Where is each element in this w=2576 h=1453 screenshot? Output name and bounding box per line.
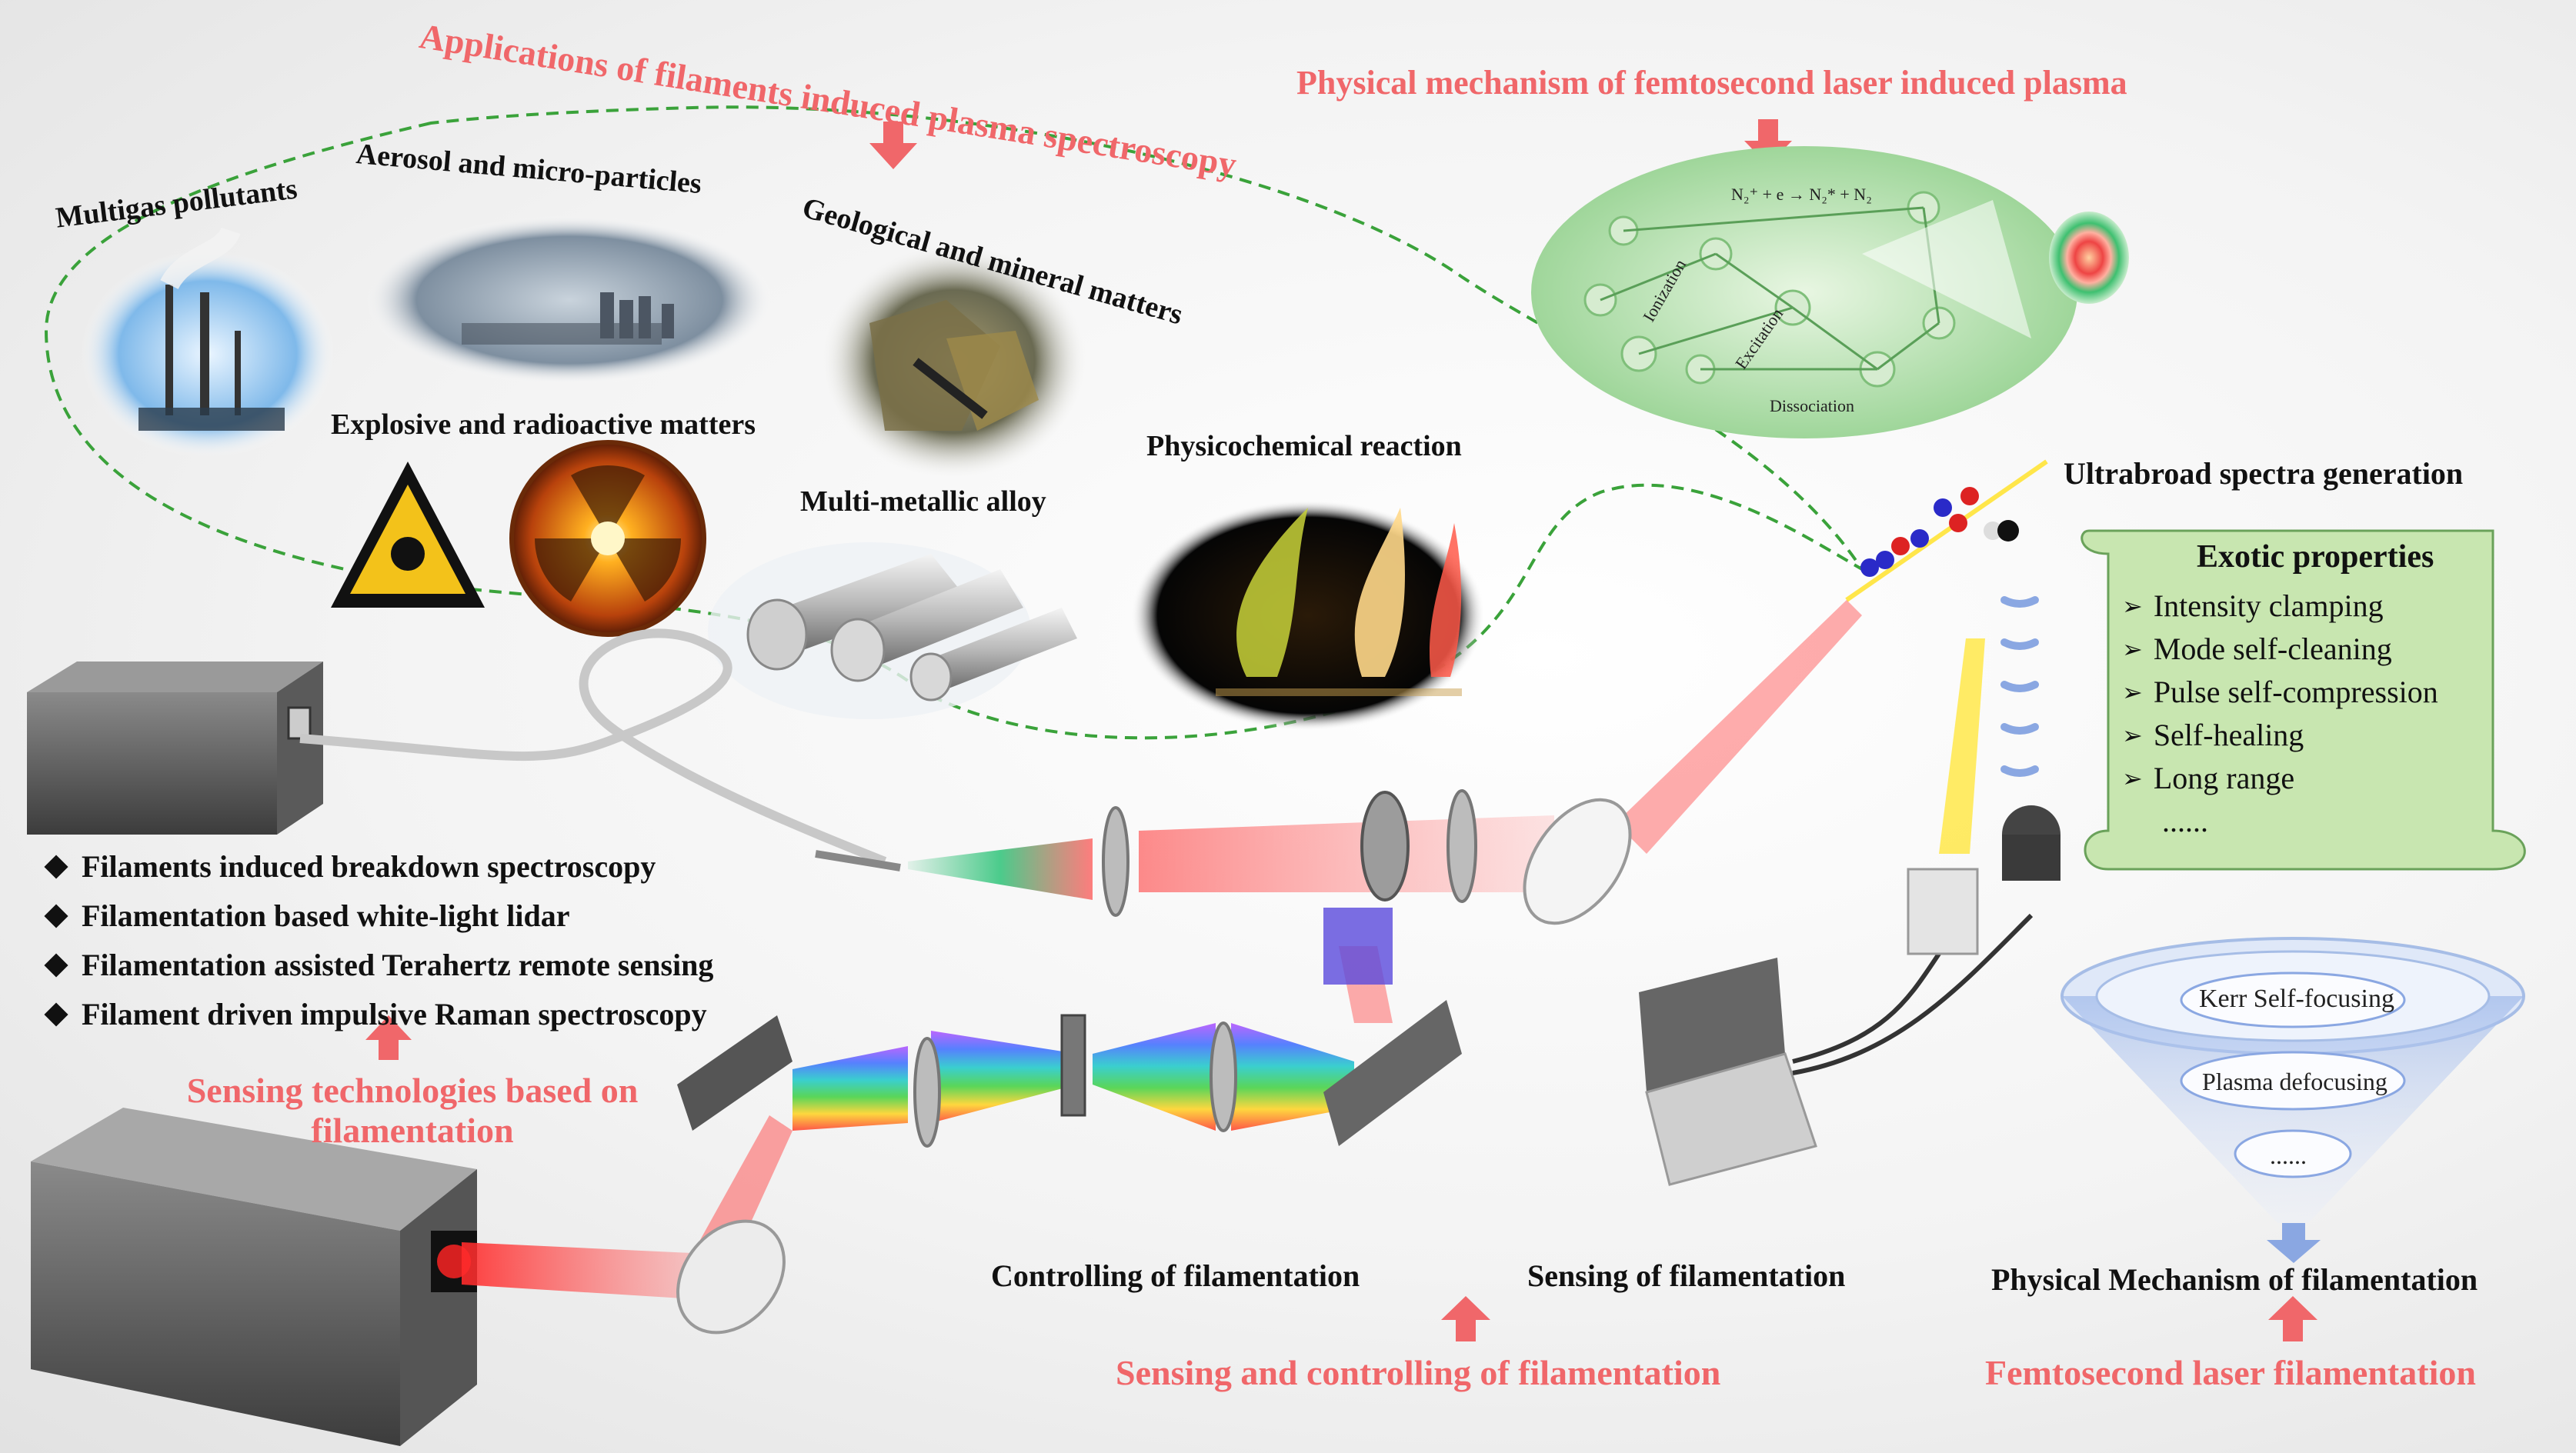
arrow-bullet-icon: ➢	[2122, 678, 2143, 706]
heading-femtosecond-filamentation: Femtosecond laser filamentation	[1985, 1353, 2476, 1392]
explosive-warning-icon	[331, 462, 485, 608]
label-physicochemical: Physicochemical reaction	[1146, 430, 1462, 462]
applications-dashed-outline	[44, 105, 1864, 740]
terahertz-waves-icon	[2000, 596, 2039, 777]
exotic-properties-scroll	[2080, 529, 2526, 871]
funnel-level-ellipsis: ......	[2270, 1141, 2307, 1169]
arrow-up-sensing-tech	[365, 1015, 412, 1060]
spectrum-target-icon	[1862, 200, 2129, 338]
detector-cameras	[1907, 805, 2060, 955]
filamentation-funnel	[2060, 937, 2525, 1263]
arrow-bullet-icon: ➢	[2122, 765, 2143, 792]
alloy-rods-image	[708, 542, 1077, 719]
arrow-up-sensing-controlling	[1441, 1296, 1490, 1341]
list-item: ➢Intensity clamping	[2122, 585, 2438, 628]
heading-sensing-controlling: Sensing and controlling of filamentation	[1116, 1353, 1721, 1392]
list-item: ......	[2162, 804, 2208, 838]
fiber-spectrometer-box	[27, 628, 901, 871]
list-item: Filament driven impulsive Raman spectros…	[44, 990, 713, 1039]
arrow-bullet-icon: ➢	[2122, 635, 2143, 663]
diamond-bullet-icon	[44, 904, 68, 928]
molecules-illustration	[1845, 459, 2048, 602]
label-controlling: Controlling of filamentation	[991, 1258, 1360, 1293]
arrow-up-femtosecond	[2268, 1296, 2317, 1341]
list-item: ➢Mode self-cleaning	[2122, 628, 2438, 671]
heading-sensing-technologies: Sensing technologies based on filamentat…	[143, 1071, 682, 1151]
funnel-level-plasma: Plasma defocusing	[2202, 1068, 2387, 1095]
heading-sensing-technologies-text: Sensing technologies based on filamentat…	[186, 1071, 639, 1150]
arrow-bullet-icon: ➢	[2122, 592, 2143, 620]
funnel-level-kerr: Kerr Self-focusing	[2199, 985, 2394, 1013]
label-physical-mechanism: Physical Mechanism of filamentation	[1991, 1262, 2478, 1297]
femtosecond-laser-box	[31, 1108, 477, 1446]
plasma-equation: N₂⁺ + e → N₂* + N₂	[1731, 185, 1872, 204]
exotic-properties-list: ➢Intensity clamping ➢Mode self-cleaning …	[2122, 585, 2438, 843]
aerosol-image	[365, 215, 773, 385]
plasma-dissociation: Dissociation	[1770, 396, 1854, 415]
exotic-title: Exotic properties	[2197, 539, 2434, 575]
radioactive-icon	[509, 440, 706, 637]
list-item: ➢Self-healing	[2122, 714, 2438, 757]
optical-components	[676, 789, 1632, 1335]
laptop-icon	[1639, 913, 2034, 1186]
diamond-bullet-icon	[44, 855, 68, 879]
diamond-bullet-icon	[44, 1002, 68, 1027]
list-item: Filamentation assisted Terahertz remote …	[44, 941, 713, 990]
list-item: ➢Pulse self-compression	[2122, 671, 2438, 714]
label-alloy: Multi-metallic alloy	[800, 485, 1046, 518]
flame-image	[1131, 500, 1485, 731]
sensing-technologies-list: Filaments induced breakdown spectroscopy…	[44, 842, 713, 1039]
arrow-bullet-icon: ➢	[2122, 722, 2143, 749]
diamond-bullet-icon	[44, 953, 68, 978]
label-explosive: Explosive and radioactive matters	[331, 408, 756, 441]
label-sensing: Sensing of filamentation	[1527, 1258, 1846, 1293]
list-item: ➢Long range	[2122, 757, 2438, 800]
heading-mechanism: Physical mechanism of femtosecond laser …	[1296, 64, 2127, 102]
plasma-mechanism-diagram	[1531, 146, 2077, 438]
laser-beams	[462, 600, 1985, 1300]
label-ultrabroad: Ultrabroad spectra generation	[2064, 456, 2464, 491]
arrow-down-applications	[869, 122, 917, 169]
list-item: Filamentation based white-light lidar	[44, 891, 713, 941]
list-item: Filaments induced breakdown spectroscopy	[44, 842, 713, 891]
